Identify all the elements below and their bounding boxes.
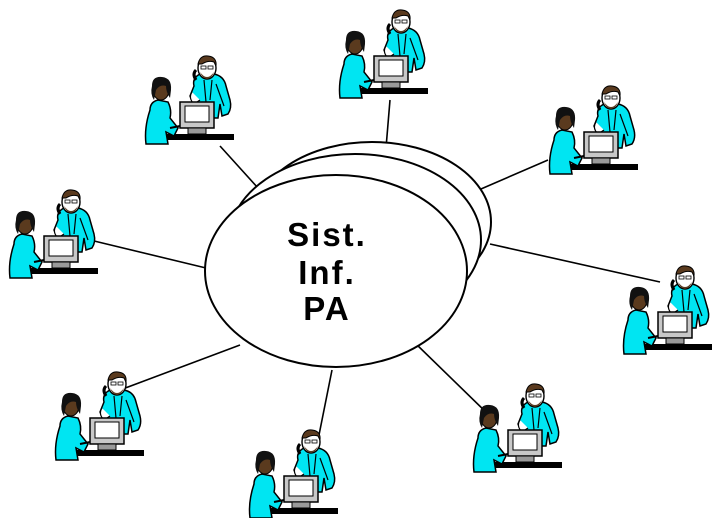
connector-left xyxy=(89,239,207,269)
hub-label-line-3: PA xyxy=(303,290,350,327)
connector-top-right xyxy=(473,159,549,193)
office-workers-computer-icon xyxy=(54,370,146,462)
office-workers-computer-icon xyxy=(548,84,640,176)
hub-label-line-1: Sist. xyxy=(287,216,367,253)
connector-bottom-right xyxy=(413,341,491,417)
connector-top-left xyxy=(219,145,259,189)
connector-right xyxy=(489,243,661,283)
office-workers-computer-icon xyxy=(622,264,713,356)
workstation-bottom-left xyxy=(54,370,146,462)
workstation-top xyxy=(338,8,430,100)
workstation-left xyxy=(8,188,100,280)
workstation-bottom xyxy=(248,428,340,518)
workstation-right xyxy=(622,264,713,356)
workstation-top-right xyxy=(548,84,640,176)
office-workers-computer-icon xyxy=(338,8,430,100)
connector-bottom xyxy=(317,369,333,441)
connector-lines xyxy=(89,99,661,441)
hub-label-line-2: Inf. xyxy=(298,254,355,291)
workstation-bottom-right xyxy=(472,382,564,474)
office-workers-computer-icon xyxy=(472,382,564,474)
connector-top xyxy=(385,99,391,149)
office-workers-computer-icon xyxy=(248,428,340,518)
hub-ellipse-front xyxy=(204,174,468,368)
office-workers-computer-icon xyxy=(144,54,236,146)
hub-stack xyxy=(204,141,492,368)
workstation-top-left xyxy=(144,54,236,146)
connector-bottom-left xyxy=(119,344,241,391)
office-workers-computer-icon xyxy=(8,188,100,280)
